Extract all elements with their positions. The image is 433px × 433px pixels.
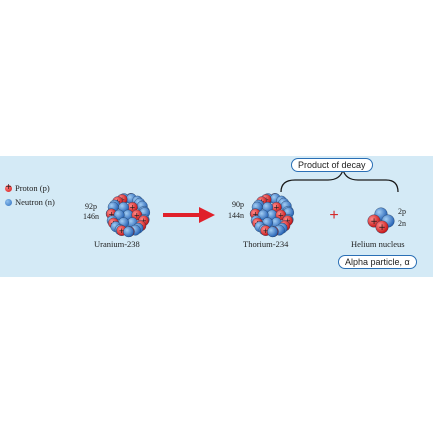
plus-mark: + <box>263 226 269 235</box>
plus-mark: + <box>378 223 385 233</box>
plus-mark: + <box>370 217 377 227</box>
uranium-nucleus: +++++++++++ <box>105 193 151 238</box>
proton-icon <box>5 182 12 192</box>
helium-protons: 2p <box>398 207 406 216</box>
plus-mark: + <box>119 226 125 235</box>
plus-mark: + <box>273 203 279 212</box>
thorium-nucleus: +++++++++++ <box>249 193 295 238</box>
plus-mark: + <box>278 210 284 219</box>
neutron-ball <box>123 226 134 238</box>
legend-neutron: Neutron (n) <box>5 197 55 207</box>
uranium-protons: 92p <box>85 202 97 211</box>
product-brace <box>280 167 399 193</box>
proton-ball <box>375 220 389 234</box>
legend-proton: Proton (p) <box>5 182 50 193</box>
uranium-neutrons: 146n <box>83 212 99 221</box>
neutron-icon <box>5 198 12 206</box>
plus-mark: + <box>141 216 147 225</box>
plus-mark: + <box>252 209 258 218</box>
plus-mark: + <box>134 210 140 219</box>
plus-mark: + <box>108 209 114 218</box>
thorium-name: Thorium-234 <box>243 239 289 249</box>
helium-nucleus-icon: ++ <box>367 207 395 234</box>
legend-proton-label: Proton (p) <box>15 183 50 193</box>
plus-mark: + <box>129 203 135 212</box>
legend-neutron-label: Neutron (n) <box>15 197 55 207</box>
thorium-protons: 90p <box>232 200 244 209</box>
uranium-name: Uranium-238 <box>94 239 140 249</box>
plus-mark: + <box>285 216 291 225</box>
helium-name: Helium nucleus <box>351 239 405 249</box>
neutron-ball <box>267 226 278 238</box>
plus-sign: + <box>329 207 338 224</box>
product-of-decay-label: Product of decay <box>291 158 373 172</box>
alpha-particle-label: Alpha particle, α <box>338 255 417 269</box>
helium-neutrons: 2n <box>398 219 406 228</box>
thorium-neutrons: 144n <box>228 211 244 220</box>
decay-arrow <box>163 207 215 223</box>
